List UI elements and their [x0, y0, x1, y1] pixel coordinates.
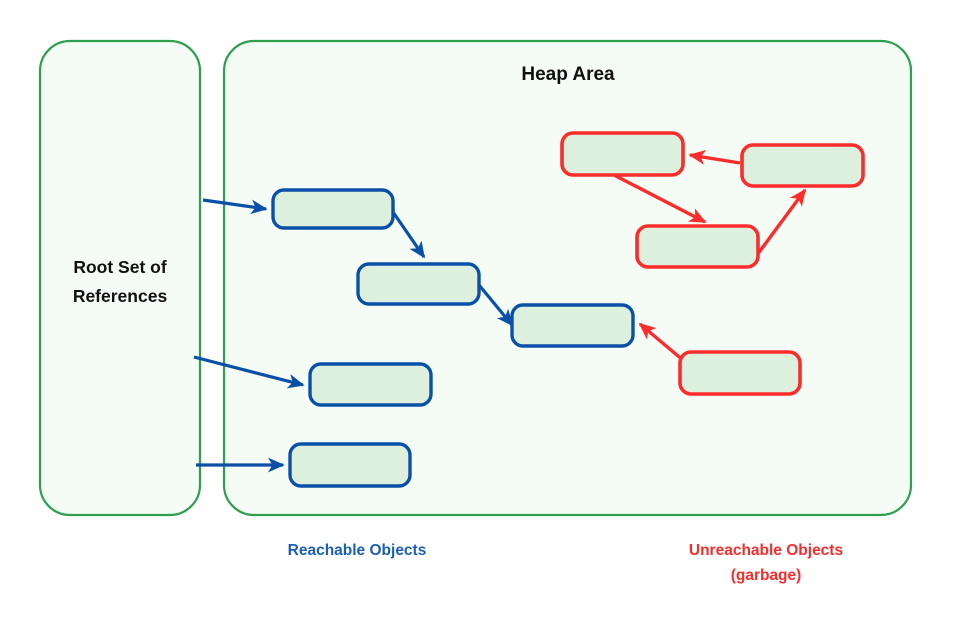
reachable-object-2[interactable] [356, 262, 481, 306]
edge-u1-to-u3 [613, 173, 707, 224]
edge-r1-to-r2 [391, 211, 426, 259]
reachable-object-5[interactable] [288, 442, 412, 488]
unreachable-object-1[interactable] [560, 131, 685, 177]
unreachable-object-4[interactable] [678, 350, 802, 396]
reachable-object-3[interactable] [510, 303, 635, 348]
edge-u2-to-u1 [688, 150, 741, 165]
root-edge-to-r4 [193, 355, 305, 389]
reachable-object-4[interactable] [308, 362, 433, 407]
root-set-panel [38, 39, 202, 517]
legend-reachable-objects: Reachable Objects [288, 542, 427, 559]
legend-unreachable-objects-line1: Unreachable Objects [689, 542, 843, 559]
root-set-label-line2: References [73, 286, 168, 306]
edge-u3-to-u2 [755, 188, 807, 257]
root-edges-group [193, 198, 305, 473]
legend-unreachable-objects-line2: (garbage) [731, 567, 802, 584]
reachable-object-1[interactable] [271, 188, 395, 230]
unreachable-nodes-group [560, 131, 865, 396]
heap-area-title: Heap Area [521, 64, 615, 85]
edge-r2-to-r3 [477, 283, 514, 327]
edge-u4-to-reachable-object-3 [638, 322, 686, 363]
unreachable-edges-group [613, 150, 807, 363]
root-edge-to-r1 [202, 198, 268, 215]
root-set-label-line1: Root Set of [73, 257, 166, 277]
reachable-edges-group [391, 211, 514, 327]
reachable-nodes-group [271, 188, 635, 488]
unreachable-object-3[interactable] [635, 224, 760, 269]
unreachable-object-2[interactable] [740, 143, 865, 188]
